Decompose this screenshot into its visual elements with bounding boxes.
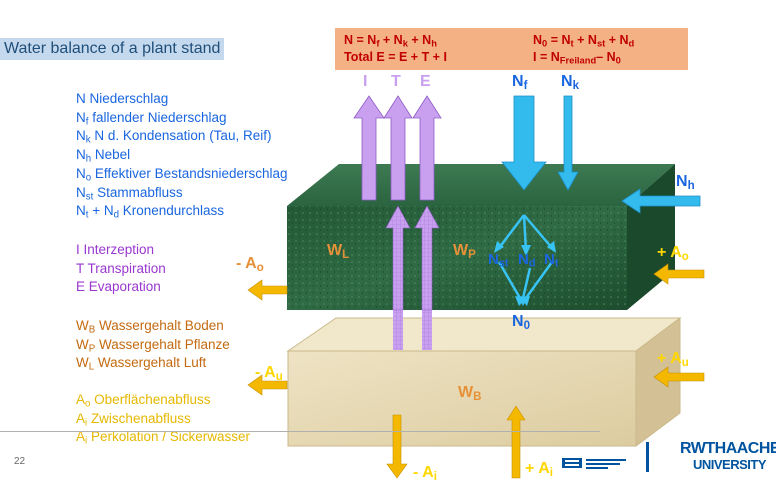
legend-item: I Interzeption	[76, 242, 155, 257]
page-title: Water balance of a plant stand	[0, 38, 225, 60]
label-condensation: Nk	[561, 73, 579, 92]
legend-item: Nk N d. Kondensation (Tau, Reif)	[76, 128, 272, 146]
arrow-condensation	[557, 95, 579, 191]
university-logo-subtitle: UNIVERSITY	[693, 457, 767, 472]
label-minus-subsurface-runoff: - Au	[255, 364, 283, 383]
stem-evaporation-lower	[422, 310, 432, 350]
arrow-evaporation-inner	[414, 205, 440, 311]
canopy-distribution-arrowheads	[494, 241, 556, 306]
arrow-falling-precipitation	[501, 95, 547, 191]
legend-item: WB Wassergehalt Boden	[76, 318, 224, 336]
arrow-subsurface-runoff-out	[247, 374, 288, 396]
label-stem-flow: Nst	[488, 251, 509, 270]
footer-divider	[0, 431, 600, 432]
formula-precipitation: N = Nf + Nk + Nh	[344, 33, 437, 49]
arrow-evaporation	[412, 95, 442, 201]
legend-evaporation: I Interzeption T Transpiration E Evapora…	[76, 241, 166, 297]
canopy-texture	[287, 206, 627, 310]
stem-transpiration-lower	[393, 310, 403, 350]
university-logo-divider	[646, 442, 649, 472]
label-effective-precipitation: N0	[512, 313, 530, 332]
label-minus-surface-runoff: - Ao	[236, 255, 264, 274]
legend-item: No Effektiver Bestandsniederschlag	[76, 165, 288, 184]
legend-item: Nf fallender Niederschlag	[76, 109, 227, 128]
label-plus-subsurface-runoff: + Au	[657, 350, 689, 369]
canopy-distribution-arrows	[497, 214, 554, 299]
legend-item: Nst Stammabfluss	[76, 184, 183, 202]
arrow-transpiration	[383, 95, 413, 201]
label-throughfall: Nt	[544, 251, 559, 270]
page-number: 22	[14, 456, 26, 467]
arrow-fog	[621, 188, 701, 214]
legend-item: Ai Perkolation / Sickerwasser	[76, 429, 250, 447]
arrow-subsurface-runoff-in	[653, 366, 705, 388]
label-water-content-plant: WP	[453, 242, 476, 261]
label-canopy-drip: Nd	[518, 251, 536, 270]
soil-box-top	[286, 317, 682, 352]
legend-item: Ai Zwischenabfluss	[76, 410, 191, 429]
label-minus-percolation: - Ai	[413, 464, 437, 483]
university-logo-name: RWTHAACHEN	[680, 440, 776, 457]
legend-item: WP Wassergehalt Pflanze	[76, 336, 230, 355]
arrow-transpiration-inner	[385, 205, 411, 311]
label-interception: I	[363, 73, 368, 90]
formula-effective-precipitation: N0 = Nt + Nst + Nd	[533, 33, 635, 49]
legend-item: E Evaporation	[76, 279, 161, 295]
arrow-interception	[353, 95, 385, 201]
label-plus-percolation: + Ai	[525, 460, 553, 479]
legend-item: Ao Oberflächenabfluss	[76, 392, 211, 410]
legend-item: N Niederschlag	[76, 91, 169, 106]
legend-item: Nt + Nd Kronendurchlass	[76, 203, 225, 221]
legend-item: T Transpiration	[76, 260, 166, 276]
label-water-content-air: WL	[327, 242, 350, 261]
label-falling-precipitation: Nf	[512, 73, 528, 92]
canopy-box-top	[287, 164, 675, 206]
arrow-surface-runoff-in	[653, 263, 705, 285]
legend-item: WL Wassergehalt Luft	[76, 355, 207, 373]
legend-item: Nh Nebel	[76, 147, 131, 165]
arrow-surface-runoff-out	[247, 279, 288, 301]
label-plus-surface-runoff: + Ao	[657, 244, 689, 263]
institute-logo	[562, 458, 626, 469]
formula-interception: I = NFreiland– N0	[533, 50, 621, 66]
label-fog: Nh	[676, 173, 695, 192]
legend-precipitation: N Niederschlag Nf fallender Niederschlag…	[76, 90, 288, 221]
formula-total-evaporation: Total E = E + T + I	[344, 50, 447, 64]
label-evaporation: E	[420, 73, 431, 90]
label-water-content-soil: WB	[458, 384, 482, 403]
arrow-percolation-in	[506, 405, 526, 479]
soil-box-front	[287, 350, 637, 447]
label-transpiration: T	[391, 73, 401, 90]
legend-runoff: Ao Oberflächenabfluss Ai Zwischenabfluss…	[76, 391, 250, 447]
formula-box: N = Nf + Nk + Nh Total E = E + T + I N0 …	[335, 28, 688, 70]
legend-water-content: WB Wassergehalt Boden WP Wassergehalt Pf…	[76, 317, 230, 373]
arrow-percolation-out	[386, 414, 408, 479]
